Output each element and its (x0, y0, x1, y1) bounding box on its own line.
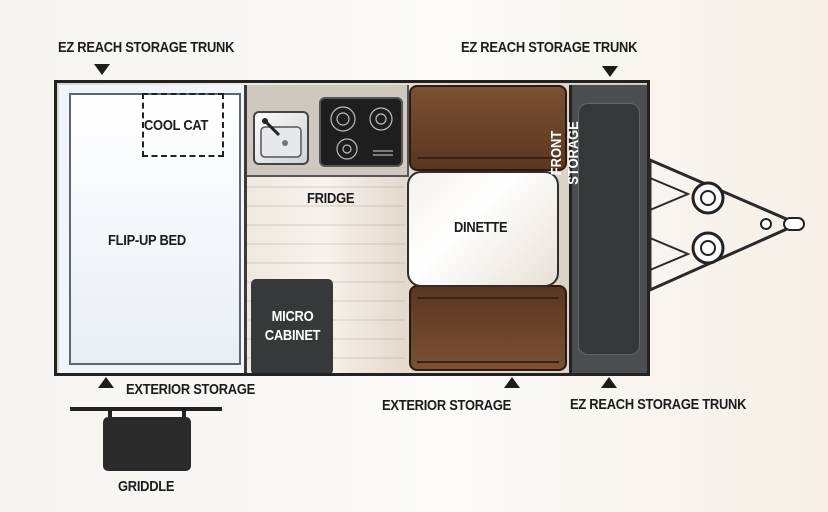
ez-trunk-label-bottom-right: EZ REACH STORAGE TRUNK (570, 396, 747, 413)
griddle-rail (70, 407, 222, 411)
trailer-floorplan (54, 80, 650, 376)
griddle-icon (103, 417, 191, 471)
fridge-label: FRIDGE (307, 190, 355, 207)
stove-icon (319, 97, 403, 167)
front-storage-lid (578, 103, 640, 355)
exterior-storage-label-center: EXTERIOR STORAGE (382, 397, 511, 414)
griddle-bracket-left (108, 410, 112, 420)
ez-trunk-marker-top-left (94, 64, 110, 75)
micro-label-line1: MICRO (271, 308, 314, 325)
flip-up-bed (59, 85, 247, 373)
ez-trunk-label-top-right: EZ REACH STORAGE TRUNK (461, 39, 638, 56)
micro-cabinet-label: MICRO CABINET (259, 307, 326, 345)
ez-trunk-marker-bottom-right (601, 377, 617, 388)
front-storage (569, 85, 647, 373)
cool-cat-label: COOL CAT (144, 117, 209, 134)
griddle-bracket-right (182, 410, 186, 420)
exterior-storage-marker-left (98, 377, 114, 388)
dinette-label: DINETTE (454, 219, 508, 236)
sink-icon (253, 111, 309, 165)
cool-cat-unit (142, 93, 224, 157)
flip-up-bed-label: FLIP-UP BED (108, 232, 186, 249)
ez-trunk-label-top-left: EZ REACH STORAGE TRUNK (58, 39, 235, 56)
dinette-seat-top (409, 85, 567, 171)
griddle-label: GRIDDLE (118, 478, 175, 495)
exterior-storage-label-left: EXTERIOR STORAGE (126, 381, 255, 398)
micro-cabinet (251, 279, 333, 373)
exterior-storage-marker-center (504, 377, 520, 388)
front-storage-label: FRONT STORAGE (548, 121, 582, 185)
trailer-hitch-icon (648, 158, 805, 293)
micro-label-line2: CABINET (264, 327, 321, 344)
ez-trunk-marker-top-right (602, 66, 618, 77)
kitchen-counter (247, 85, 409, 177)
dinette-table (407, 171, 559, 287)
dinette-seat-bottom (409, 285, 567, 371)
